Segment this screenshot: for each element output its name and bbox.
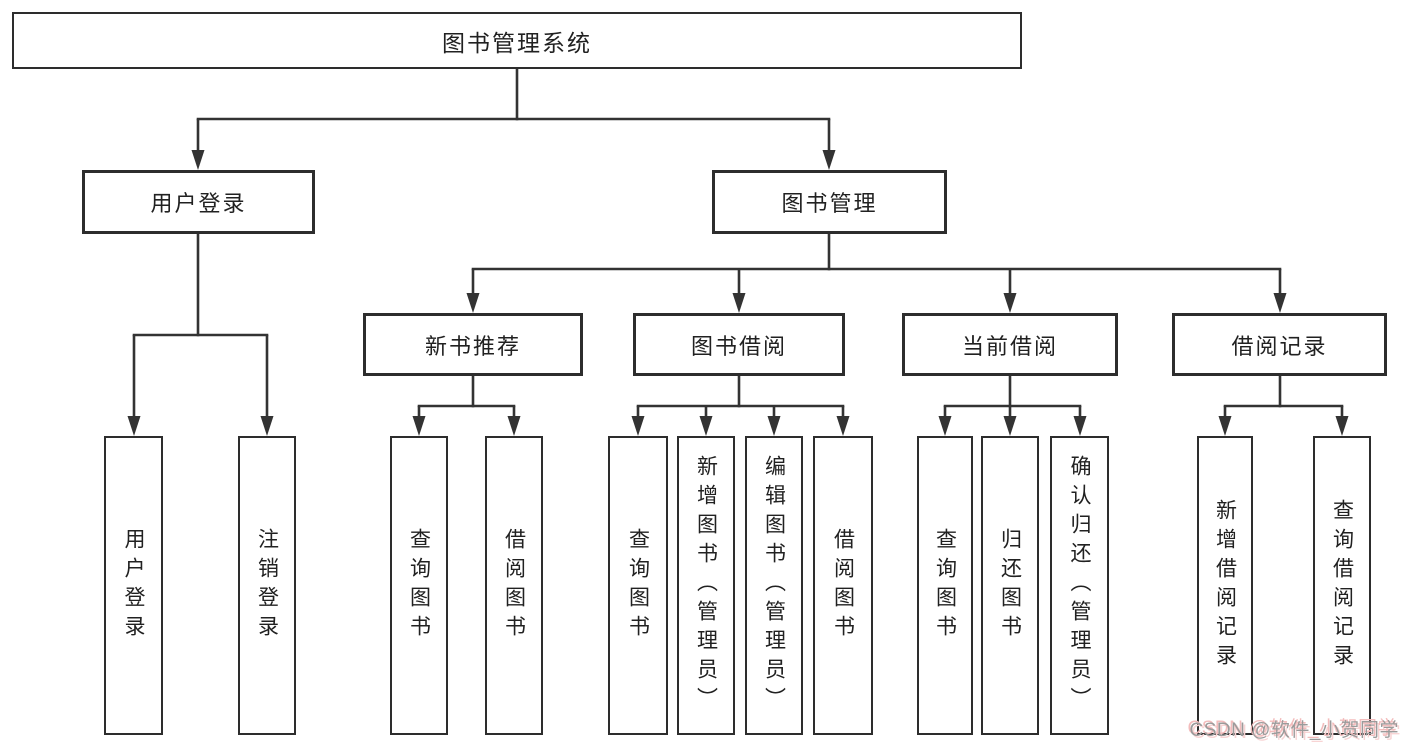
connector-user-login-children bbox=[127, 234, 274, 436]
leaf-query-book-current-label: 查询图书 bbox=[933, 527, 957, 644]
leaf-logout-login: 注销登录 bbox=[238, 436, 296, 735]
connector-new-book-children bbox=[412, 376, 521, 436]
leaf-return-book: 归还图书 bbox=[981, 436, 1039, 735]
leaf-edit-book-admin: 编辑图书（管理员） bbox=[745, 436, 803, 735]
leaf-query-book-newbook: 查询图书 bbox=[390, 436, 448, 735]
leaf-borrow-book-borrow: 借阅图书 bbox=[813, 436, 873, 735]
leaf-borrow-book-borrow-label: 借阅图书 bbox=[831, 527, 855, 644]
leaf-query-book-current: 查询图书 bbox=[917, 436, 973, 735]
node-new-book-recommend: 新书推荐 bbox=[363, 313, 583, 376]
leaf-query-book-borrow: 查询图书 bbox=[608, 436, 668, 735]
connector-book-management-children bbox=[466, 234, 1287, 313]
node-root-system: 图书管理系统 bbox=[12, 12, 1022, 69]
leaf-confirm-return-admin: 确认归还（管理员） bbox=[1050, 436, 1109, 735]
leaf-edit-book-admin-label: 编辑图书（管理员） bbox=[762, 455, 786, 716]
csdn-watermark: CSDN @软件_小贺同学 bbox=[1189, 720, 1399, 741]
leaf-user-login-label: 用户登录 bbox=[122, 527, 145, 644]
leaf-query-borrow-record-label: 查询借阅记录 bbox=[1330, 498, 1354, 673]
leaf-borrow-book-newbook-label: 借阅图书 bbox=[502, 527, 526, 644]
node-user-login: 用户登录 bbox=[82, 170, 315, 234]
leaf-return-book-label: 归还图书 bbox=[998, 527, 1022, 644]
node-current-borrow: 当前借阅 bbox=[902, 313, 1118, 376]
leaf-logout-login-label: 注销登录 bbox=[255, 527, 279, 644]
node-book-management: 图书管理 bbox=[712, 170, 947, 234]
leaf-query-borrow-record: 查询借阅记录 bbox=[1313, 436, 1371, 735]
leaf-add-book-admin: 新增图书（管理员） bbox=[677, 436, 735, 735]
leaf-add-borrow-record-label: 新增借阅记录 bbox=[1213, 498, 1237, 673]
leaf-query-book-borrow-label: 查询图书 bbox=[626, 527, 650, 644]
connector-borrow-record-children bbox=[1218, 376, 1349, 436]
connector-root-to-level2 bbox=[191, 69, 836, 170]
leaf-query-book-newbook-label: 查询图书 bbox=[407, 527, 431, 644]
node-book-borrow: 图书借阅 bbox=[633, 313, 845, 376]
leaf-add-borrow-record: 新增借阅记录 bbox=[1197, 436, 1253, 735]
node-borrow-record: 借阅记录 bbox=[1172, 313, 1387, 376]
connector-current-borrow-children bbox=[938, 376, 1087, 436]
leaf-confirm-return-admin-label: 确认归还（管理员） bbox=[1068, 455, 1091, 716]
leaf-borrow-book-newbook: 借阅图书 bbox=[485, 436, 543, 735]
leaf-user-login: 用户登录 bbox=[104, 436, 163, 735]
connector-book-borrow-children bbox=[631, 376, 850, 436]
leaf-add-book-admin-label: 新增图书（管理员） bbox=[694, 455, 718, 716]
